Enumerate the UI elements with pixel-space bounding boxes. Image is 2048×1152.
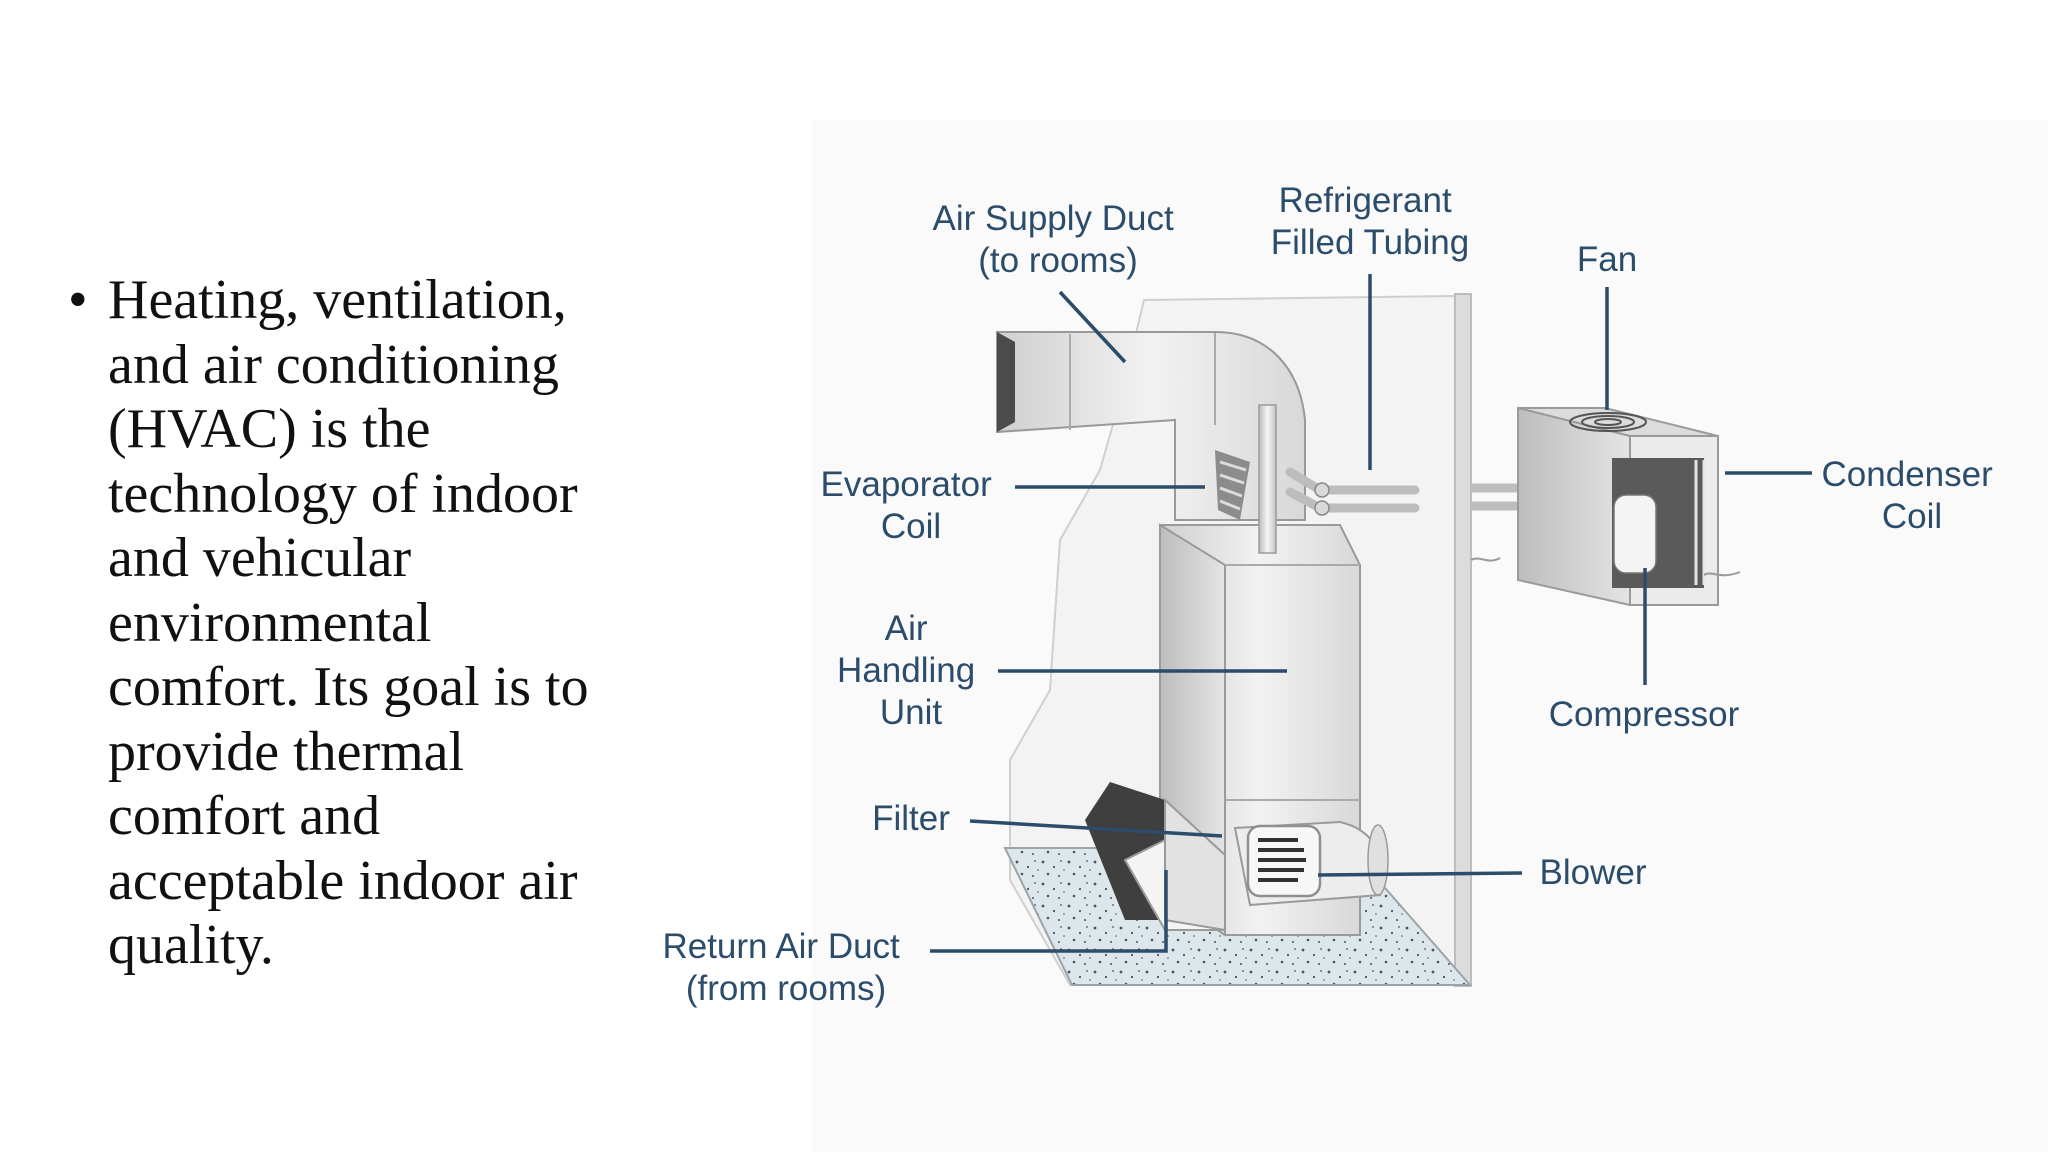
blower (1233, 820, 1389, 907)
label-blower: Blower (1540, 853, 1647, 892)
label-fan: Fan (1577, 240, 1637, 279)
label-air-supply-duct: Air Supply Duct (to rooms) (933, 199, 1184, 280)
bullet-icon: • (68, 269, 88, 331)
evaporator-coil (1215, 450, 1250, 520)
label-refrigerant-tubing: Refrigerant Filled Tubing (1271, 181, 1469, 262)
label-air-handling-unit: Air Handling Unit (837, 609, 985, 732)
label-condenser-coil: Condenser Coil (1822, 455, 2003, 536)
bullet-text: Heating, ventilation, and air conditioni… (108, 269, 589, 976)
bullet-paragraph: • Heating, ventilation, and air conditio… (68, 268, 628, 978)
label-evaporator-coil: Evaporator Coil (821, 465, 1002, 546)
refrigerant-pipe-vertical (1258, 404, 1277, 554)
label-compressor: Compressor (1549, 695, 1740, 734)
label-return-air-duct: Return Air Duct (from rooms) (662, 927, 909, 1008)
condenser-unit (1517, 406, 1741, 607)
diagram-labels: Air Supply Duct (to rooms) Refrigerant F… (662, 181, 2003, 1008)
leader-lines (930, 274, 1812, 953)
label-filter: Filter (872, 799, 950, 838)
compressor (1613, 494, 1657, 574)
